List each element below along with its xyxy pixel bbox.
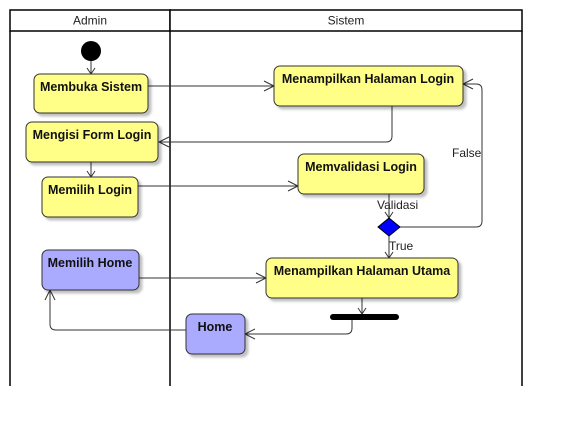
node-memilih-login[interactable] (41, 176, 139, 218)
node-label: Memilih Home (48, 256, 133, 270)
node-label: Mengisi Form Login (33, 128, 152, 142)
edge-label-false: False (452, 146, 482, 160)
node-label: Menampilkan Halaman Utama (274, 264, 451, 278)
node-menampilkan-halaman-utama[interactable] (265, 257, 459, 299)
node-box (273, 65, 464, 107)
node-box (41, 176, 139, 218)
node-label: Membuka Sistem (40, 80, 142, 94)
node-box (25, 121, 159, 163)
swimlane-sistem: Sistem (169, 9, 523, 386)
node-box (265, 257, 459, 299)
node-label: Home (198, 320, 233, 334)
decision-diamond[interactable] (377, 217, 401, 237)
node-box (41, 249, 140, 291)
node-memvalidasi-login[interactable] (297, 153, 425, 195)
edge-home-to-memilih-home (49, 290, 186, 331)
node-label: Menampilkan Halaman Login (282, 72, 454, 86)
node-menampilkan-halaman-login[interactable] (273, 65, 464, 107)
edge-tampil-login-to-mengisi (159, 106, 393, 143)
arrowhead (157, 136, 170, 148)
edge-label-true: True (389, 239, 414, 253)
node-label: Memilih Login (48, 183, 132, 197)
edge-label-validasi: Validasi (377, 198, 418, 212)
start-node (81, 41, 101, 61)
node-memilih-home[interactable] (41, 249, 140, 291)
lane-title-admin: Admin (73, 14, 107, 28)
lane-title-sistem: Sistem (328, 14, 365, 28)
edge-fork-to-home (245, 320, 353, 335)
node-box (297, 153, 425, 195)
node-box (185, 313, 246, 355)
node-label: Memvalidasi Login (305, 160, 417, 174)
node-home[interactable] (185, 313, 246, 355)
node-box (33, 73, 149, 114)
node-mengisi-form-login[interactable] (25, 121, 159, 163)
fork-bar (330, 314, 399, 320)
edge-decision-false (400, 83, 483, 228)
node-membuka-sistem[interactable] (33, 73, 149, 114)
